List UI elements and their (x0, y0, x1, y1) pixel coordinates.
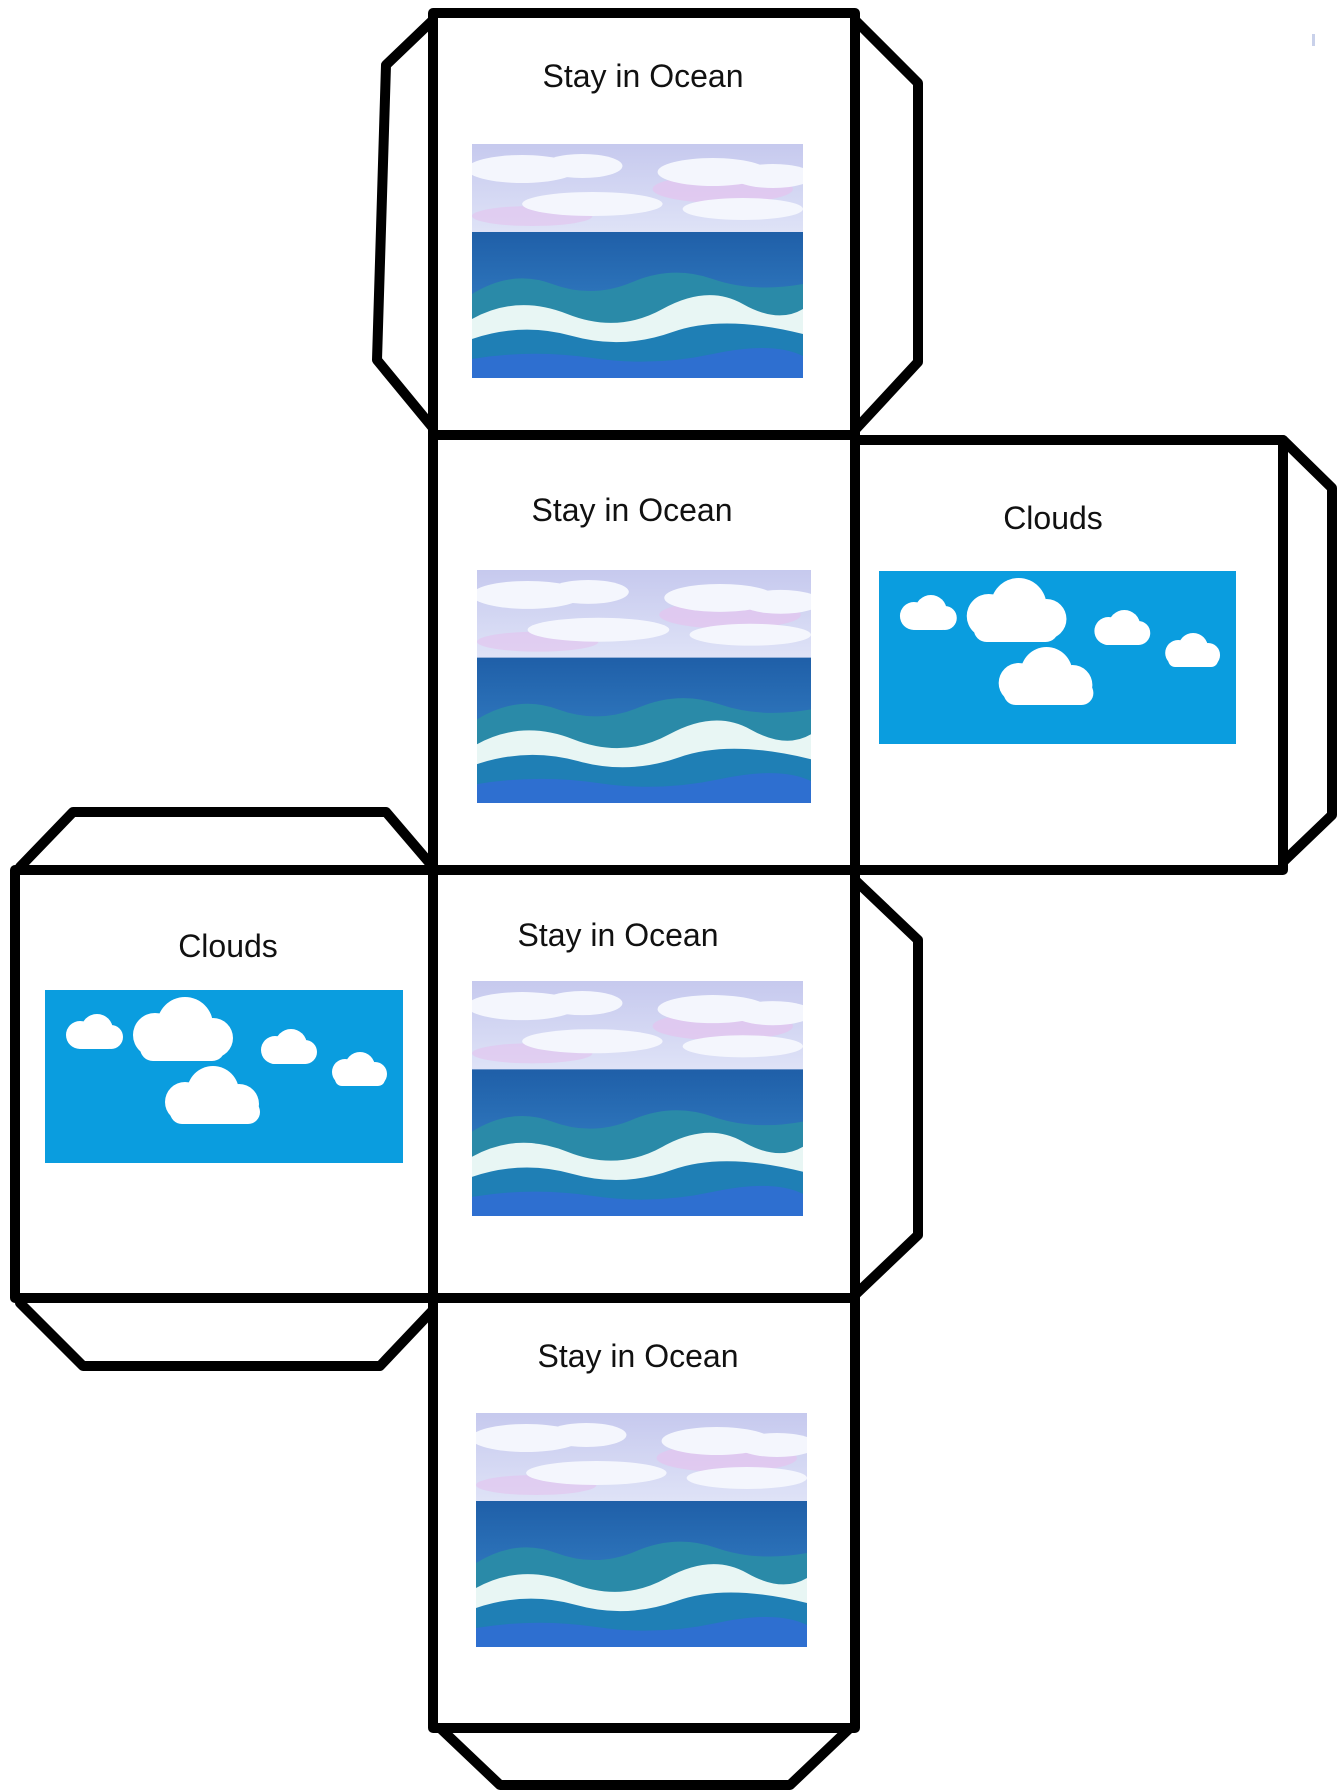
face-left-label: Clouds (178, 928, 278, 964)
stray-mark (1312, 34, 1315, 46)
face-top-label: Stay in Ocean (542, 58, 744, 94)
face-bottom-label: Stay in Ocean (537, 1338, 739, 1374)
tab-left-top (15, 807, 438, 872)
tab-top-left (372, 15, 438, 433)
ocean-waves-image (476, 1413, 807, 1647)
face-middle-label: Stay in Ocean (517, 917, 719, 953)
face-bottom-outline (428, 1293, 860, 1733)
ocean-waves-image (472, 144, 803, 378)
clouds-sky-image (45, 990, 403, 1163)
tab-right (1278, 435, 1337, 867)
ocean-waves-image (477, 570, 811, 803)
tab-top-right (850, 15, 923, 435)
face-upper-label: Stay in Ocean (531, 492, 733, 528)
tab-left-bottom (15, 1298, 438, 1371)
ocean-waves-image (472, 981, 803, 1216)
face-right-label: Clouds (1003, 500, 1103, 536)
clouds-sky-image (879, 571, 1236, 744)
face-right-outline (850, 435, 1288, 875)
tab-bottom (435, 1723, 855, 1790)
tab-middle-right (850, 875, 923, 1300)
